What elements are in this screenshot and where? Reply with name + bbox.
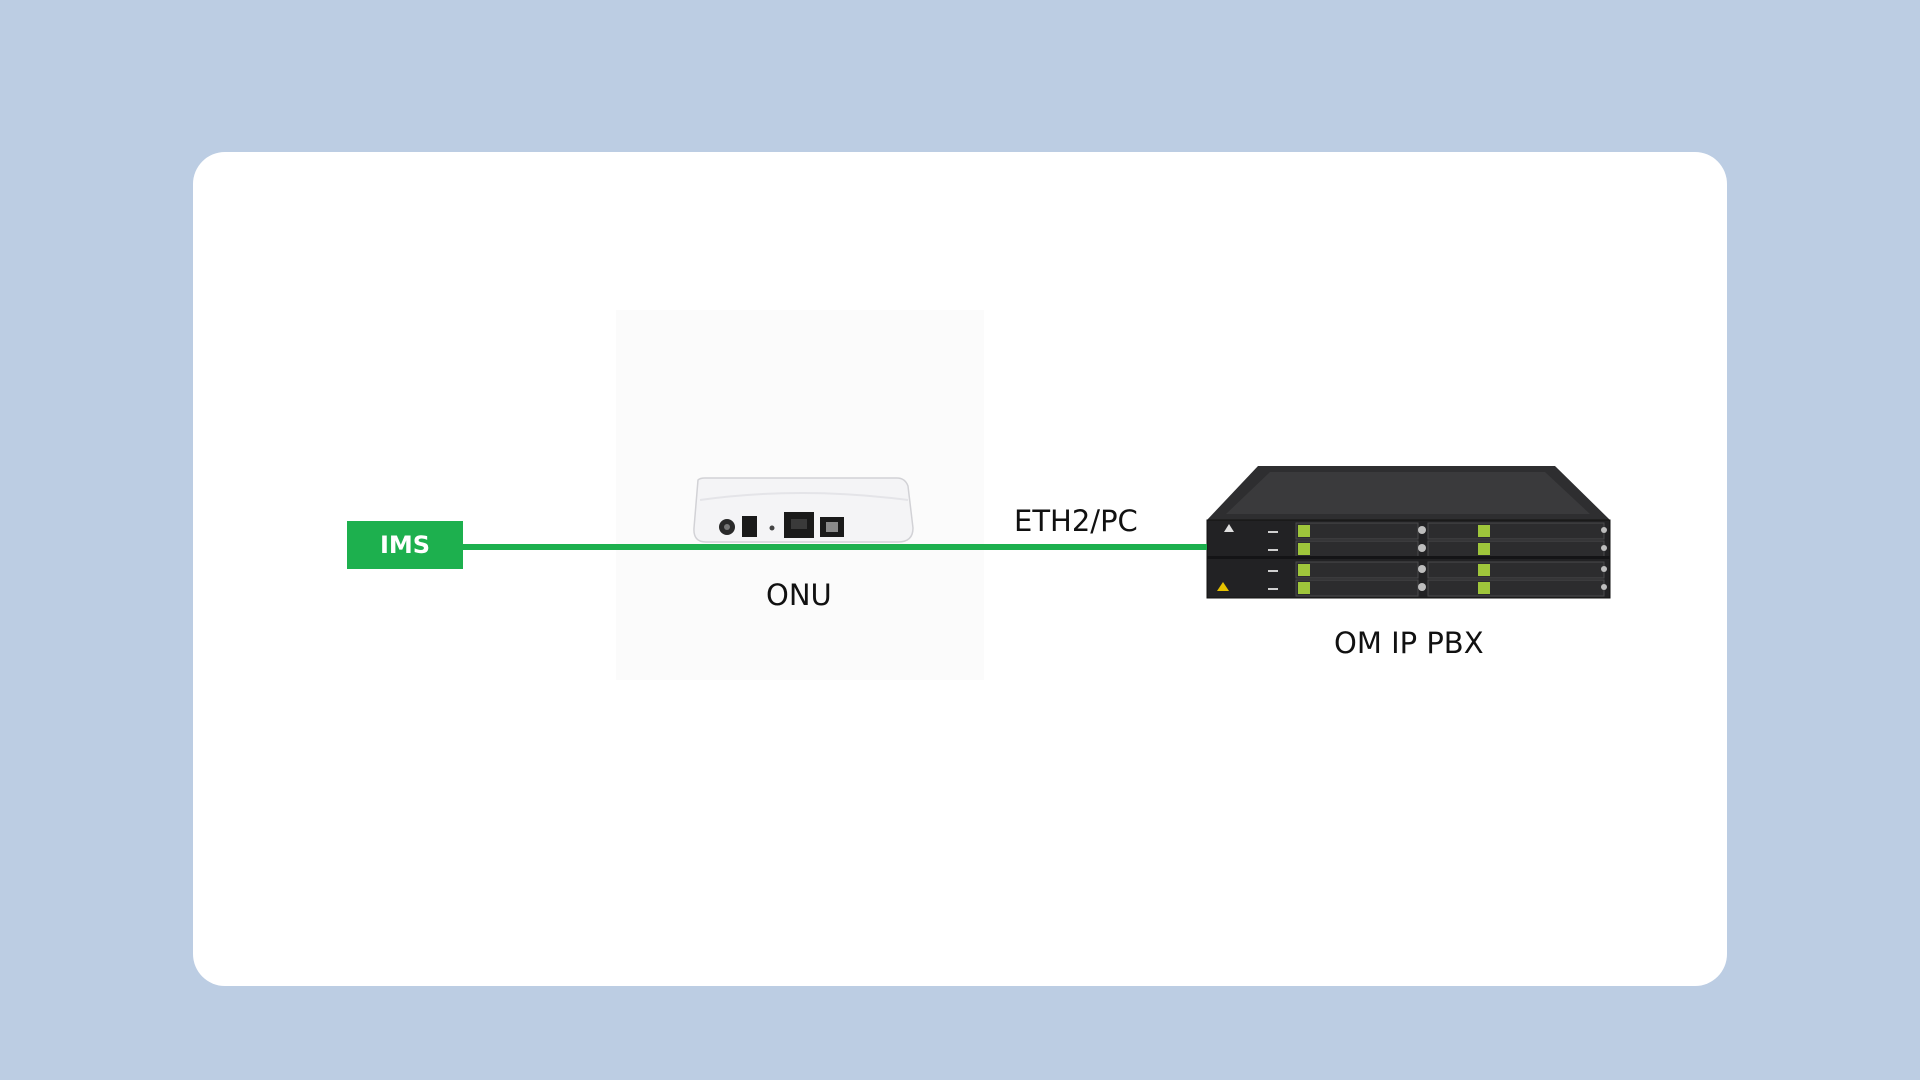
pbx-label: OM IP PBX (1334, 626, 1484, 660)
ims-node: IMS (347, 521, 463, 569)
link-label: ETH2/PC (1014, 504, 1138, 538)
ims-label: IMS (379, 531, 431, 559)
onu-device-icon (693, 477, 914, 543)
onu-label: ONU (766, 578, 832, 612)
pbx-device-icon (1206, 466, 1611, 599)
